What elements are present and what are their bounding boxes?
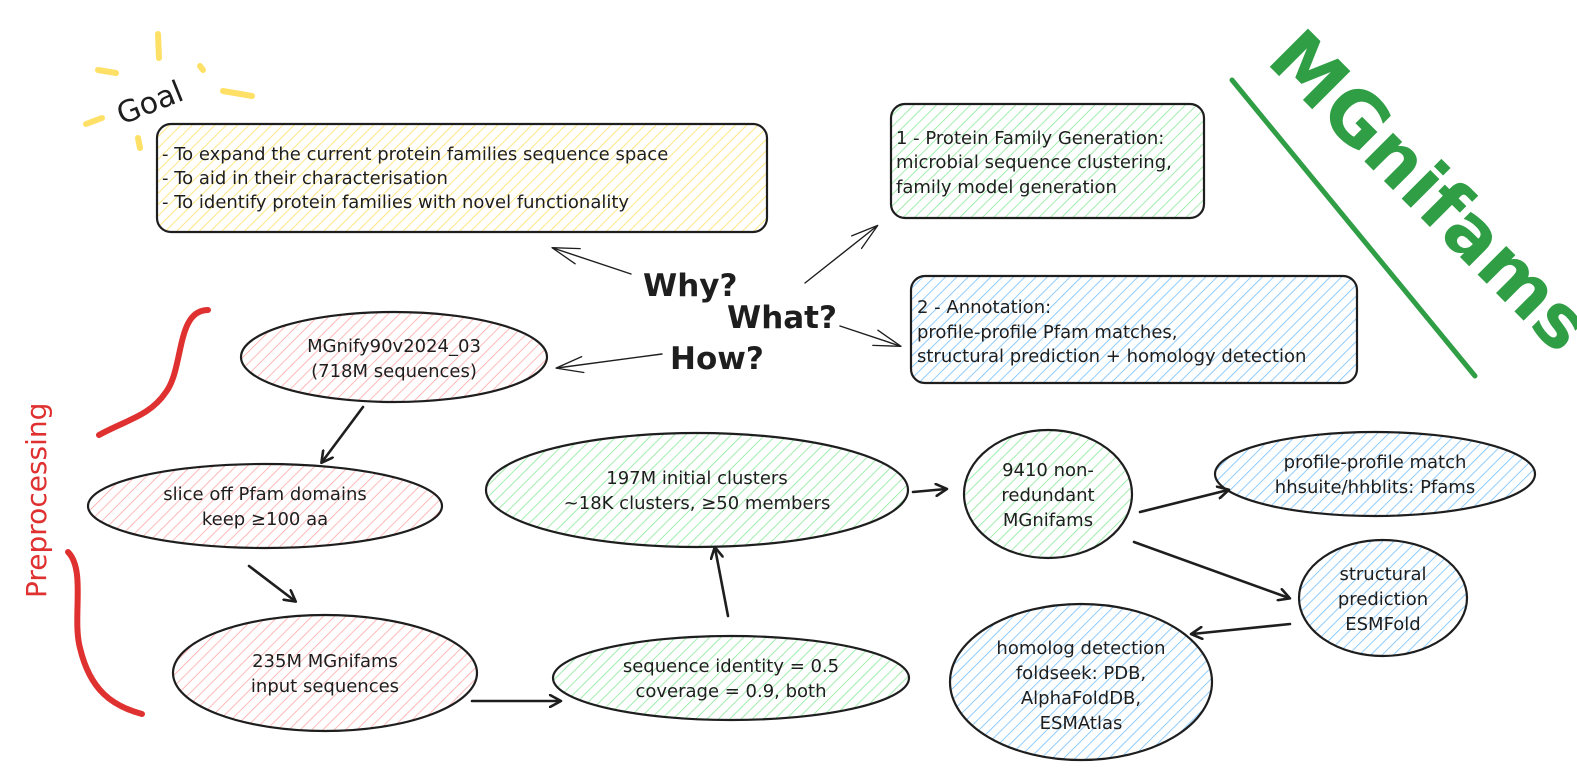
seq-identity-to-clusters-arrow [715,548,730,618]
preprocessing-label: Preprocessing [20,403,53,598]
nonredundant-line-3: MGnifams [1003,510,1093,531]
generation-line-1: 1 - Protein Family Generation: [896,128,1164,149]
slice-node [86,462,444,550]
nonredundant-node [962,428,1134,560]
annotation-box [909,274,1359,385]
nonredundant-line-1: 9410 non- [1002,460,1094,481]
homolog-line-4: ESMAtlas [1040,713,1123,734]
clusters-to-nonredundant-arrow [911,489,946,492]
generation-line-3: family model generation [896,177,1117,198]
goal-box [155,122,769,234]
seq-identity-line-2: coverage = 0.9, both [635,681,826,702]
structural-line-2: prediction [1338,589,1428,610]
seq-identity-node [551,634,911,722]
annotation-line-3: structural prediction + homology detecti… [917,346,1306,367]
goal-line-1: - To expand the current protein families… [162,144,668,165]
goal-sparkle-icon [83,31,255,151]
what-question: What? [727,300,837,336]
input-line-1: 235M MGnifams [252,651,398,672]
structural-node [1297,538,1469,658]
initial-clusters-line-1: 197M initial clusters [606,468,787,489]
mgnify-line-2: (718M sequences) [311,361,477,382]
generation-line-2: microbial sequence clustering, [896,152,1172,173]
goal-line-2: - To aid in their characterisation [162,168,448,189]
annotation-line-2: profile-profile Pfam matches, [917,322,1178,343]
initial-clusters-node [484,431,910,549]
what-annotation-arrow [839,325,902,347]
goal-line-3: - To identify protein families with nove… [162,192,629,213]
profile-match-line-2: hhsuite/hhblits: Pfams [1275,477,1475,498]
mgnify-node [239,310,549,404]
homolog-line-2: foldseek: PDB, [1016,663,1146,684]
nonredundant-line-2: redundant [1001,485,1094,506]
slice-line-2: keep ≥100 aa [202,509,328,530]
seq-identity-line-1: sequence identity = 0.5 [623,656,839,677]
input-line-2: input sequences [251,676,399,697]
what-generation-arrow [804,224,879,284]
annotation-line-1: 2 - Annotation: [917,297,1051,318]
structural-line-1: structural [1339,564,1426,585]
why-question: Why? [643,268,737,304]
profile-match-line-1: profile-profile match [1284,452,1467,473]
preprocessing-brace-bottom [65,549,145,717]
structural-line-3: ESMFold [1345,614,1420,635]
how-arrow [555,353,663,374]
preprocessing-brace-top [96,307,211,438]
title-underline [1229,77,1478,379]
why-arrow [551,247,632,275]
homolog-line-1: homolog detection [996,638,1165,659]
mgnify-to-slice-arrow [322,405,365,462]
input-node [171,613,479,733]
initial-clusters-line-2: ~18K clusters, ≥50 members [564,493,831,514]
profile-match-node [1213,430,1537,518]
mgnify-line-1: MGnify90v2024_03 [307,336,481,357]
slice-to-input-arrow [247,564,295,601]
homolog-line-3: AlphaFoldDB, [1021,688,1141,709]
how-question: How? [670,341,764,377]
homolog-node [948,602,1214,762]
nonredundant-to-profile-arrow [1138,490,1228,514]
protein-family-generation-box [889,102,1206,220]
slice-line-1: slice off Pfam domains [163,484,366,505]
structural-to-homolog-arrow [1192,622,1292,634]
nonredundant-to-structural-arrow [1132,540,1289,598]
